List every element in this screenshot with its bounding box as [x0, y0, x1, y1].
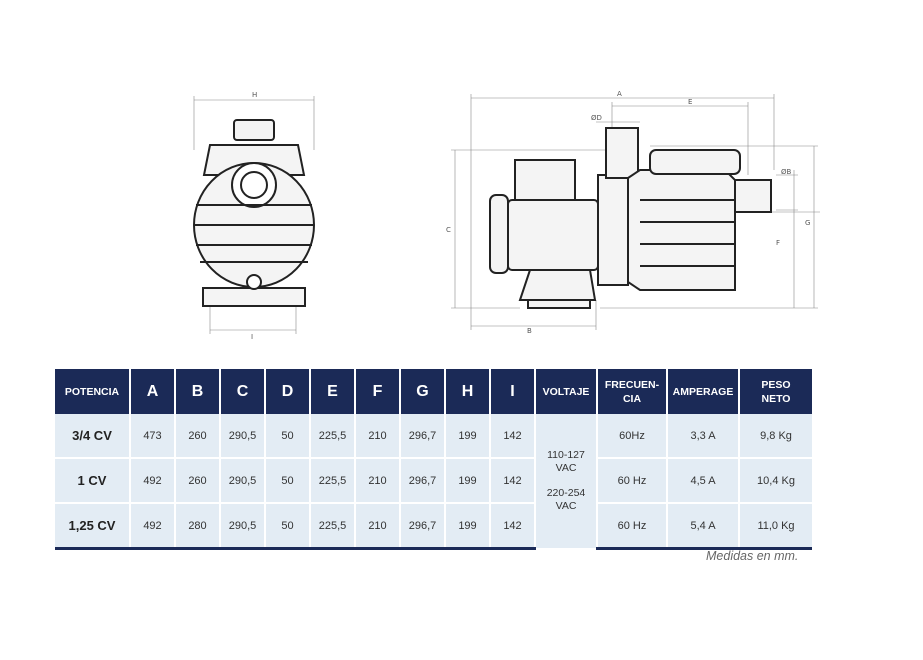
- header-i: I: [490, 369, 536, 414]
- pump-technical-drawing: H I A E ØD B C F G ØB: [193, 90, 820, 341]
- cell-d: 50: [265, 414, 311, 459]
- header-d: D: [265, 369, 311, 414]
- header-f: F: [355, 369, 401, 414]
- cell-g: 296,7: [400, 414, 446, 459]
- cell-d: 50: [265, 458, 311, 504]
- cell-f: 210: [355, 458, 401, 504]
- cell-amperage: 3,3 A: [667, 414, 740, 459]
- cell-b: 260: [175, 458, 221, 504]
- header-frecuencia-line2: CIA: [622, 392, 642, 405]
- cell-amperage: 5,4 A: [667, 503, 740, 550]
- cell-peso: 11,0 Kg: [739, 503, 812, 550]
- dim-label-c: C: [446, 226, 451, 234]
- cell-frecuencia: 60 Hz: [597, 503, 668, 550]
- header-e: E: [310, 369, 356, 414]
- cell-e: 225,5: [310, 458, 356, 504]
- header-frecuencia: FRECUEN- CIA: [597, 369, 668, 414]
- cell-g: 296,7: [400, 458, 446, 504]
- voltaje-2-line1: 220-254: [546, 486, 586, 499]
- header-c: C: [220, 369, 266, 414]
- table-row: 3/4 CV 473 260 290,5 50 225,5 210 296,7 …: [55, 414, 812, 550]
- header-amperage: AMPERAGE: [667, 369, 740, 414]
- cell-h: 199: [445, 503, 491, 550]
- cell-amperage: 4,5 A: [667, 458, 740, 504]
- header-peso-line2: NETO: [761, 392, 791, 405]
- cell-e: 225,5: [310, 414, 356, 459]
- header-potencia: POTENCIA: [55, 369, 131, 414]
- cell-a: 492: [130, 503, 176, 550]
- header-frecuencia-line1: FRECUEN-: [604, 378, 660, 391]
- header-peso-line1: PESO: [761, 378, 791, 391]
- header-b: B: [175, 369, 221, 414]
- cell-a: 492: [130, 458, 176, 504]
- cell-potencia: 1 CV: [55, 458, 131, 504]
- cell-f: 210: [355, 503, 401, 550]
- cell-potencia: 1,25 CV: [55, 503, 131, 550]
- cell-b: 260: [175, 414, 221, 459]
- cell-a: 473: [130, 414, 176, 459]
- cell-i: 142: [490, 414, 536, 459]
- cell-i: 142: [490, 458, 536, 504]
- cell-c: 290,5: [220, 458, 266, 504]
- cell-h: 199: [445, 458, 491, 504]
- dim-label-b-diameter: ØB: [781, 168, 792, 176]
- cell-g: 296,7: [400, 503, 446, 550]
- cell-b: 280: [175, 503, 221, 550]
- cell-f: 210: [355, 414, 401, 459]
- pump-front-view: [193, 119, 315, 307]
- header-peso-neto: PESO NETO: [739, 369, 812, 414]
- dim-label-b: B: [527, 327, 532, 335]
- units-note: Medidas en mm.: [706, 549, 799, 563]
- dim-label-f: F: [776, 239, 780, 247]
- dim-label-e: E: [688, 98, 692, 106]
- dim-label-i: I: [251, 333, 253, 341]
- dim-label-g: G: [805, 219, 810, 227]
- voltaje-1-line2: VAC: [555, 461, 577, 474]
- voltaje-1-line1: 110-127: [547, 448, 585, 461]
- voltaje-2-line2: VAC: [555, 499, 577, 512]
- cell-peso: 10,4 Kg: [739, 458, 812, 504]
- specs-table: POTENCIA A B C D E F G H I VOLTAJE FRECU…: [55, 369, 812, 550]
- cell-c: 290,5: [220, 414, 266, 459]
- cell-e: 225,5: [310, 503, 356, 550]
- cell-frecuencia: 60Hz: [597, 414, 668, 459]
- table-row: 1 CV 492 260 290,5 50 225,5 210 296,7 19…: [55, 458, 812, 504]
- cell-peso: 9,8 Kg: [739, 414, 812, 459]
- dim-label-a: A: [617, 90, 622, 98]
- cell-voltaje: 110-127 VAC 220-254 VAC: [535, 414, 598, 550]
- cell-i: 142: [490, 503, 536, 550]
- pump-side-view: [489, 127, 772, 309]
- table-row: 1,25 CV 492 280 290,5 50 225,5 210 296,7…: [55, 503, 812, 550]
- header-h: H: [445, 369, 491, 414]
- header-voltaje: VOLTAJE: [535, 369, 598, 414]
- cell-d: 50: [265, 503, 311, 550]
- cell-potencia: 3/4 CV: [55, 414, 131, 459]
- header-g: G: [400, 369, 446, 414]
- table-header-row: POTENCIA A B C D E F G H I VOLTAJE FRECU…: [55, 369, 812, 414]
- header-a: A: [130, 369, 176, 414]
- dim-label-d: ØD: [591, 114, 602, 122]
- cell-c: 290,5: [220, 503, 266, 550]
- dim-label-h: H: [252, 91, 257, 99]
- cell-frecuencia: 60 Hz: [597, 458, 668, 504]
- cell-h: 199: [445, 414, 491, 459]
